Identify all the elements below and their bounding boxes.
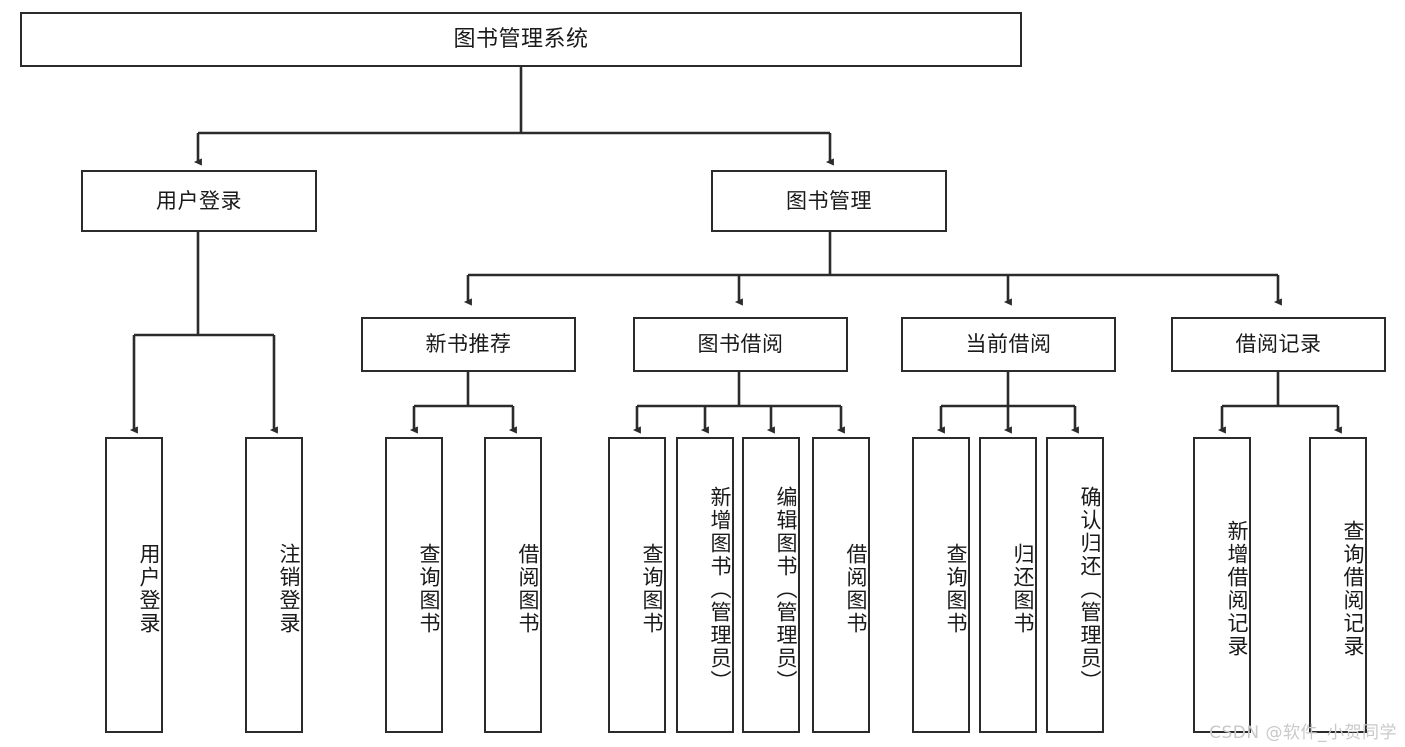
leaf-label: 注销登录: [277, 543, 301, 635]
csdn-watermark: CSDN @软件_小贺同学: [1209, 723, 1397, 743]
leaf-label: 新增借阅记录: [1225, 520, 1249, 658]
leaf-label: 查询图书: [417, 543, 441, 635]
leaf-recommend-borrow-book[interactable]: 借阅图书: [484, 437, 542, 733]
node-book-borrow[interactable]: 图书借阅: [633, 317, 848, 372]
node-new-book-recommend[interactable]: 新书推荐: [361, 317, 576, 372]
leaf-user-login-signout[interactable]: 注销登录: [245, 437, 303, 733]
leaf-label: 编辑图书（管理员）: [774, 485, 798, 693]
leaf-label: 查询图书: [640, 543, 664, 635]
leaf-current-return-book[interactable]: 归还图书: [979, 437, 1037, 733]
leaf-label: 借阅图书: [516, 543, 540, 635]
node-root-system[interactable]: 图书管理系统: [20, 12, 1022, 67]
node-current-borrow[interactable]: 当前借阅: [901, 317, 1116, 372]
node-book-management[interactable]: 图书管理: [711, 170, 947, 232]
leaf-borrow-query-book[interactable]: 查询图书: [608, 437, 666, 733]
leaf-current-confirm-return-admin[interactable]: 确认归还（管理员）: [1046, 437, 1104, 733]
leaf-label: 借阅图书: [844, 543, 868, 635]
leaf-recommend-query-book[interactable]: 查询图书: [385, 437, 443, 733]
leaf-label: 确认归还（管理员）: [1078, 485, 1102, 693]
leaf-record-query-record[interactable]: 查询借阅记录: [1309, 437, 1367, 733]
leaf-user-login-signin[interactable]: 用户登录: [105, 437, 163, 733]
leaf-record-add-record[interactable]: 新增借阅记录: [1193, 437, 1251, 733]
leaf-borrow-add-book-admin[interactable]: 新增图书（管理员）: [676, 437, 734, 733]
leaf-label: 用户登录: [137, 543, 161, 635]
node-borrow-record[interactable]: 借阅记录: [1171, 317, 1386, 372]
leaf-current-query-book[interactable]: 查询图书: [912, 437, 970, 733]
node-user-login[interactable]: 用户登录: [81, 170, 317, 232]
leaf-label: 查询借阅记录: [1341, 520, 1365, 658]
leaf-borrow-borrow-book[interactable]: 借阅图书: [812, 437, 870, 733]
leaf-label: 查询图书: [944, 543, 968, 635]
leaf-label: 新增图书（管理员）: [708, 485, 732, 693]
leaf-label: 归还图书: [1011, 543, 1035, 635]
leaf-borrow-edit-book-admin[interactable]: 编辑图书（管理员）: [742, 437, 800, 733]
